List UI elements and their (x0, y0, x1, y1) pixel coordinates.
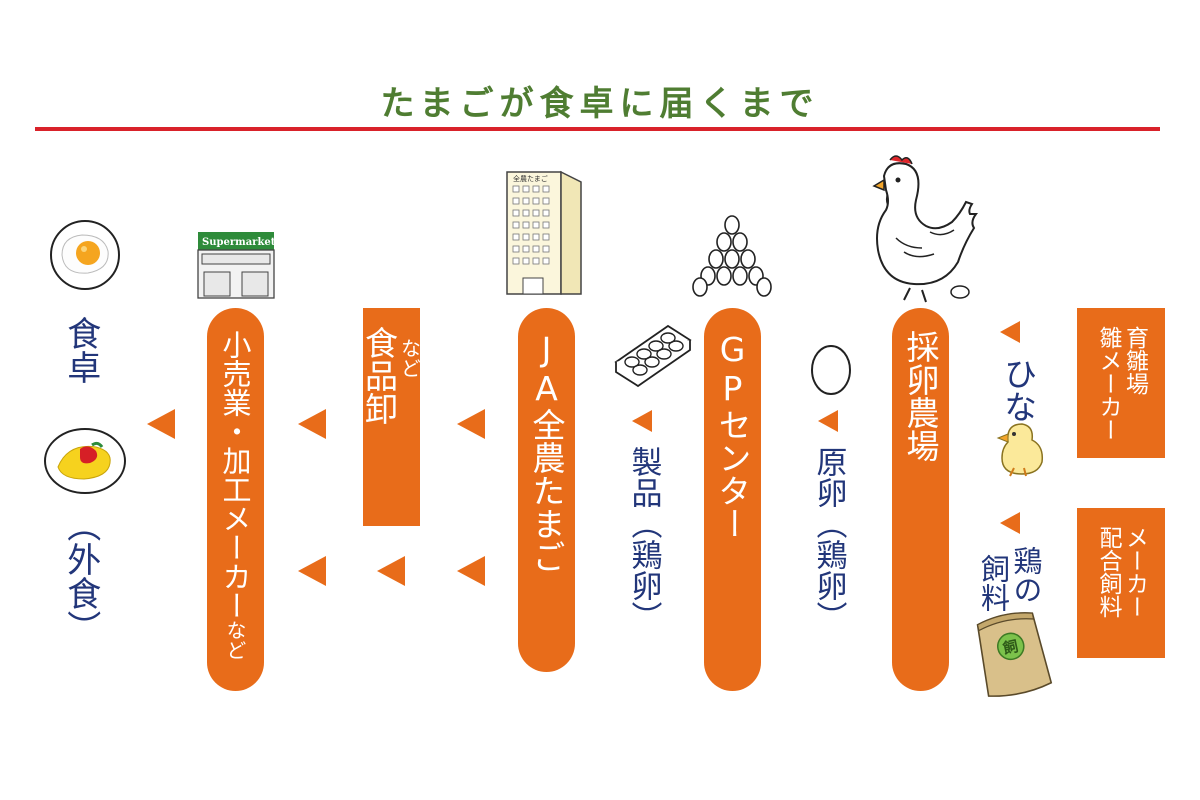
chicken-icon (872, 155, 978, 303)
farm-label: 採卵農場 (901, 330, 940, 462)
arrow-product (632, 410, 652, 432)
feed-maker-line2: メーカー (1121, 526, 1148, 618)
raw-egg-label: 原卵 （鶏卵） (810, 446, 847, 632)
fried-egg-icon (50, 220, 120, 290)
egg-carton-icon (614, 324, 692, 388)
farm-pill: 採卵農場 (892, 308, 949, 691)
supermarket-sign: Supermarket (202, 237, 276, 248)
product-sub: （鶏卵） (625, 508, 662, 632)
arrow-retail-bottom (298, 556, 326, 586)
page-title: たまごが食卓に届くまで (380, 84, 820, 124)
wholesale-box: 食品卸 など (359, 308, 422, 526)
product-label: 製品 （鶏卵） (625, 446, 662, 632)
arrow-feed (1000, 512, 1020, 534)
ja-pill: JA全農たまご (518, 308, 575, 672)
chick-icon (996, 423, 1044, 477)
omelette-icon (44, 428, 126, 494)
ja-label: JA全農たまご (527, 330, 566, 573)
raw-egg-main: 原卵 (810, 446, 847, 508)
feed-maker-line1: 配合飼料 (1095, 526, 1121, 618)
title-divider (35, 127, 1160, 131)
feed-label-line1: 鶏の (1008, 546, 1043, 604)
hina-maker-line2: 育雛場 (1121, 326, 1148, 395)
table-main: 食卓 (60, 316, 101, 384)
wholesale-sub: など (397, 338, 422, 378)
building-sign: 全農たまご (513, 174, 548, 183)
raw-egg-sub: （鶏卵） (810, 508, 847, 632)
wholesale-main: 食品卸 (359, 326, 399, 425)
feed-bag-icon: 飼 (976, 612, 1053, 697)
retail-pill: 小売業・加工メーカーなど (207, 308, 264, 691)
gp-center-pill: GPセンター (704, 308, 761, 691)
egg-icon (811, 345, 851, 395)
product-main: 製品 (625, 446, 662, 508)
feed-label-line2: 飼料 (976, 554, 1011, 612)
arrow-table (147, 409, 175, 439)
hina-label: ひな (998, 357, 1038, 423)
gp-center-label: GPセンター (713, 330, 752, 540)
table-sub: （外食） (60, 508, 101, 644)
supermarket-icon: Supermarket (197, 232, 276, 299)
retail-main: 小売業・加工メーカー (218, 330, 252, 620)
office-building-icon: 全農たまご (506, 170, 582, 295)
feed-bag-mark: 飼 (1000, 637, 1019, 658)
retail-sub: など (223, 620, 247, 660)
egg-pyramid-icon (692, 215, 772, 297)
arrow-hina (1000, 321, 1020, 343)
arrow-wholesale-top (457, 409, 485, 439)
arrow-retail-top (298, 409, 326, 439)
arrow-raw-egg (818, 410, 838, 432)
retail-text: 小売業・加工メーカーなど (218, 330, 252, 691)
arrow-retail-mid (377, 556, 405, 586)
feed-label: 鶏の 飼料 (976, 546, 1043, 612)
hina-maker-line1: 雛メーカー (1095, 326, 1121, 441)
feed-maker-box: 配合飼料 メーカー (1077, 508, 1165, 658)
hina-maker-box: 雛メーカー 育雛場 (1077, 308, 1165, 458)
arrow-wholesale-bottom (457, 556, 485, 586)
